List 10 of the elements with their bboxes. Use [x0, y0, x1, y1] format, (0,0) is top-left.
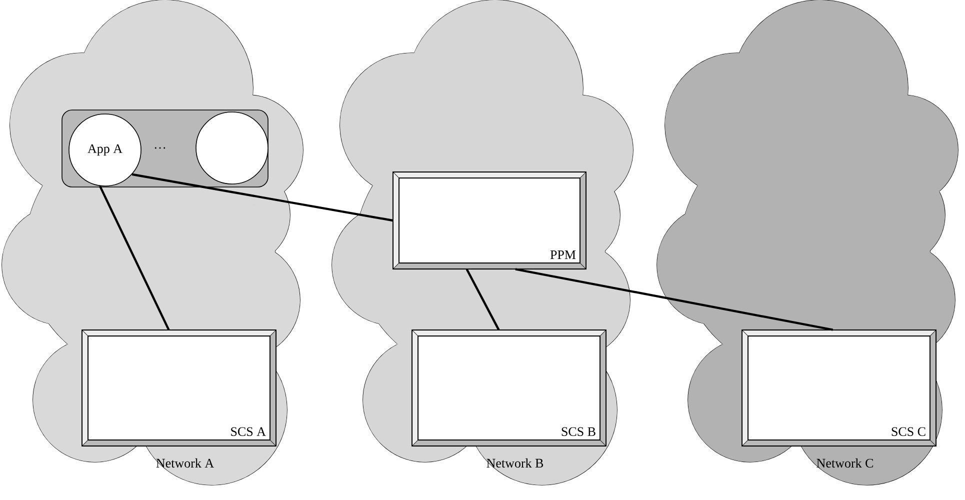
bevel-box: SCS B	[412, 330, 606, 446]
bevel-box: SCS C	[742, 330, 937, 446]
connector-line	[132, 173, 393, 222]
connector-line	[515, 268, 834, 331]
ellipsis: …	[154, 147, 166, 149]
connector-line	[466, 268, 500, 330]
bevel-box: PPM	[392, 172, 586, 270]
bevel-box: SCS A	[82, 330, 276, 446]
app-circle	[196, 112, 268, 184]
connector-line	[98, 186, 170, 330]
